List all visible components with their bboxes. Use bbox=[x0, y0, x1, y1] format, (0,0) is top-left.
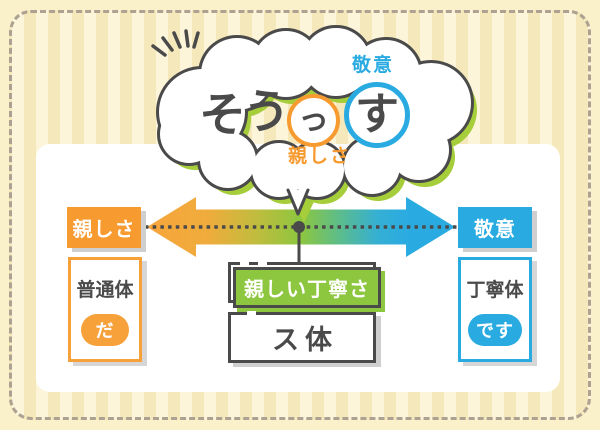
word-char-su: す bbox=[355, 89, 399, 140]
polite-form-frame: 丁寧体 です bbox=[458, 257, 532, 362]
border-dash-gap bbox=[258, 261, 267, 267]
plain-form-name: 普通体 bbox=[76, 279, 134, 301]
su-highlight-ring-icon: す bbox=[344, 82, 410, 148]
spectrum-left-tag: 親しさ bbox=[67, 207, 141, 248]
word-char-so: そ bbox=[199, 88, 246, 143]
polite-form-example-pill: です bbox=[468, 314, 522, 346]
plain-form-example-pill: だ bbox=[81, 314, 129, 346]
border-dash-gap bbox=[247, 311, 256, 317]
polite-form-name: 丁寧体 bbox=[466, 279, 524, 301]
cloud-keii-label: 敬意 bbox=[352, 54, 395, 76]
border-dash-gap bbox=[240, 261, 249, 267]
plain-form-frame: 普通体 だ bbox=[68, 257, 142, 362]
word-char-tsu: っ bbox=[298, 102, 329, 138]
su-form-name-box: ス体 bbox=[228, 312, 376, 363]
tsu-highlight-ring-icon: っ bbox=[287, 94, 340, 147]
word-char-u: う bbox=[243, 85, 290, 140]
spectrum-right-tag: 敬意 bbox=[458, 207, 532, 248]
su-form-tag: 親しい丁寧さ bbox=[233, 267, 381, 308]
cloud-shitashisa-label: 親しさ bbox=[288, 145, 352, 167]
